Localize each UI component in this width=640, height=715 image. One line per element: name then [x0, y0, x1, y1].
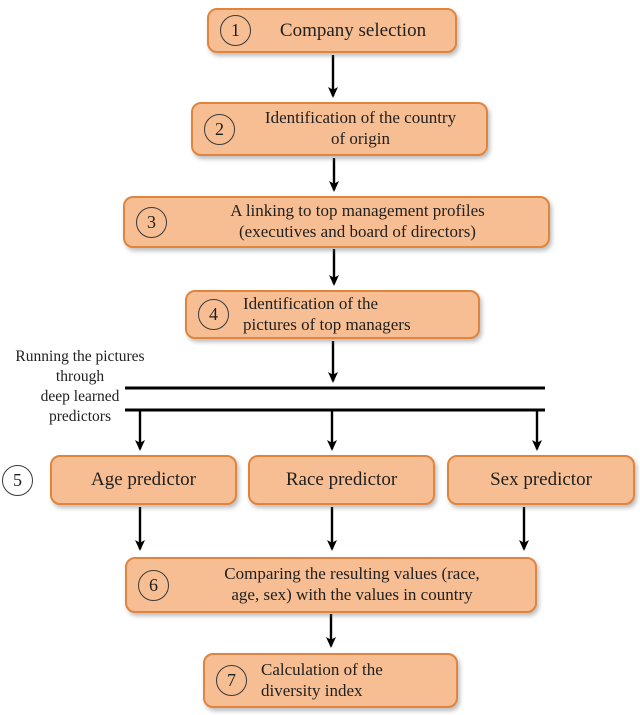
step3-label-line1: A linking to top management profiles — [230, 201, 485, 221]
step1-box: 1 Company selection — [207, 8, 457, 53]
side-annotation-line4: predictors — [49, 408, 111, 425]
side-annotation-line3: deep learned — [40, 388, 120, 405]
side-annotation: Running the pictures through deep learne… — [0, 347, 160, 427]
step7-label-line1: Calculation of the — [261, 659, 383, 679]
step3-label: A linking to top management profiles (ex… — [167, 201, 548, 242]
step4-box: 4 Identification of the pictures of top … — [185, 290, 480, 339]
step4-label-line1: Identification of the — [243, 293, 379, 313]
age-predictor-box: Age predictor — [50, 455, 237, 505]
step7-label: Calculation of the diversity index — [247, 660, 456, 701]
step3-box: 3 A linking to top management profiles (… — [123, 196, 550, 248]
step3-number-badge: 3 — [136, 206, 167, 238]
step3-label-line2: (executives and board of directors) — [239, 222, 476, 241]
sex-predictor-box: Sex predictor — [447, 455, 635, 505]
race-predictor-label: Race predictor — [285, 469, 398, 490]
step6-label-line1: Comparing the resulting values (race, — [224, 564, 480, 584]
step6-label: Comparing the resulting values (race, ag… — [169, 564, 535, 605]
step2-label-line1: Identification of the country — [264, 108, 457, 128]
step6-box: 6 Comparing the resulting values (race, … — [125, 557, 537, 613]
step2-label-line2: of origin — [330, 129, 391, 148]
age-predictor-label: Age predictor — [91, 469, 196, 490]
sex-predictor-label: Sex predictor — [490, 469, 592, 490]
step2-label: Identification of the country of origin — [235, 108, 486, 149]
step1-label: Company selection — [279, 19, 427, 41]
step7-number-badge: 7 — [216, 665, 247, 696]
step4-label-line2: pictures of top managers — [243, 314, 411, 334]
side-annotation-line1: Running the pictures — [15, 348, 145, 365]
step5-number-badge: 5 — [2, 465, 33, 496]
step4-number-badge: 4 — [198, 299, 229, 330]
step1-number-badge: 1 — [220, 15, 251, 46]
step7-label-line2: diversity index — [261, 680, 363, 700]
step2-number-badge: 2 — [204, 113, 235, 145]
step4-label: Identification of the pictures of top ma… — [229, 294, 478, 335]
step7-box: 7 Calculation of the diversity index — [203, 653, 458, 708]
race-predictor-box: Race predictor — [248, 455, 435, 505]
step6-label-line2: age, sex) with the values in country — [231, 585, 473, 604]
step6-number-badge: 6 — [138, 569, 169, 601]
side-annotation-line2: through — [55, 368, 105, 385]
step2-box: 2 Identification of the country of origi… — [191, 102, 488, 156]
